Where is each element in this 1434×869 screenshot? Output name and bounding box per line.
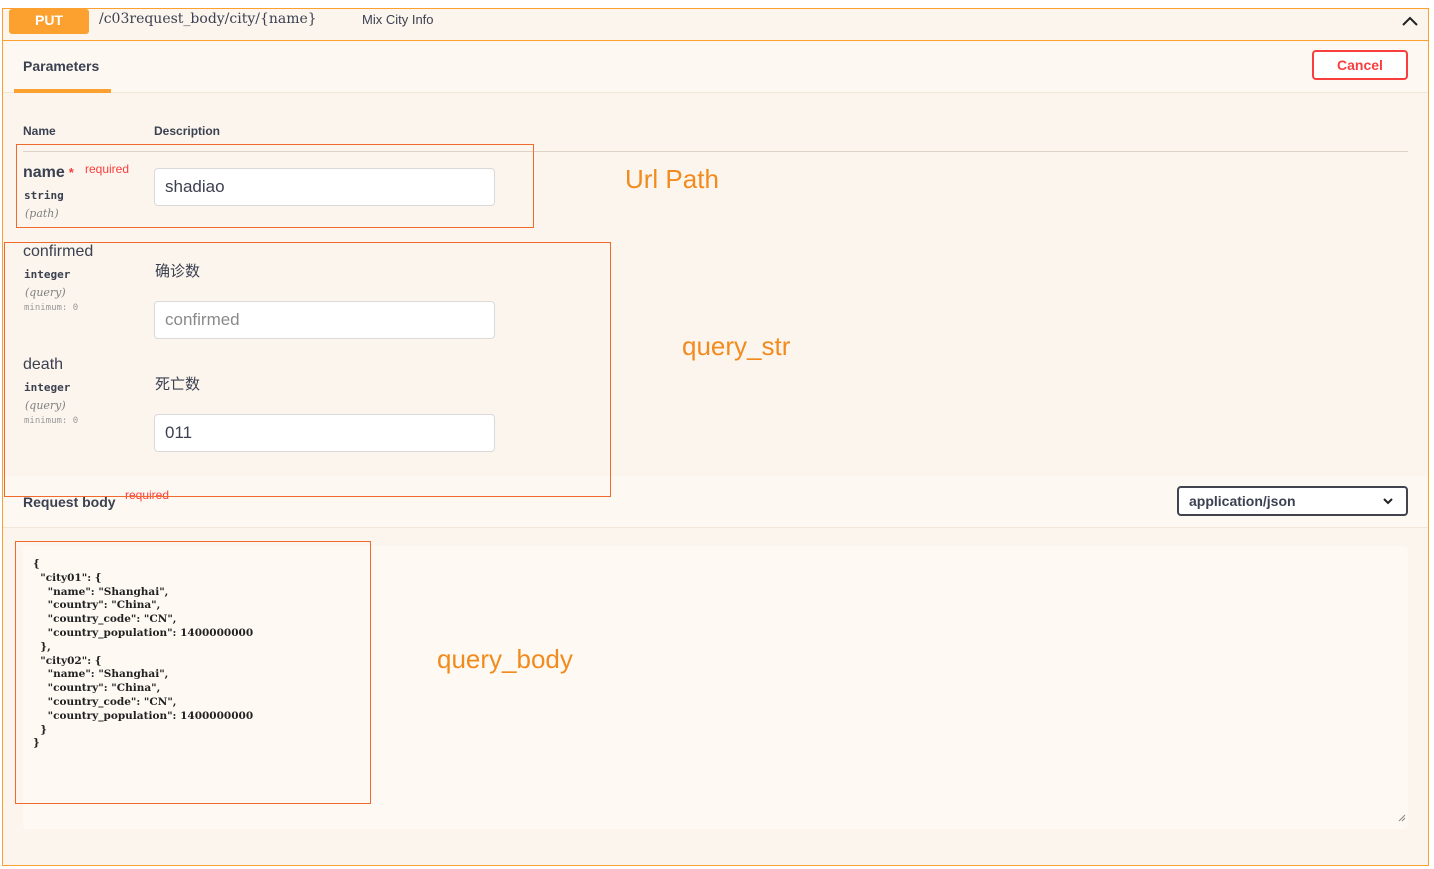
cancel-button[interactable]: Cancel xyxy=(1312,50,1408,80)
param-confirmed-in: (query) xyxy=(25,286,66,299)
required-star: * xyxy=(68,165,74,180)
annotation-query-str: query_str xyxy=(682,331,791,361)
chevron-up-icon[interactable] xyxy=(1399,11,1421,31)
param-death-in: (query) xyxy=(25,399,66,412)
method-badge: PUT xyxy=(9,9,89,34)
operation-path: /c03request_body/city/{name} xyxy=(99,11,317,27)
param-name-input[interactable] xyxy=(154,168,495,206)
annotation-box-url-path xyxy=(16,144,534,228)
column-header-description: Description xyxy=(154,124,221,138)
param-confirmed-label: confirmed xyxy=(23,243,94,260)
request-body-header: Request body required application/json xyxy=(3,476,1428,528)
param-name-text: name xyxy=(23,164,65,181)
chevron-down-icon xyxy=(1382,494,1394,510)
request-body-title: Request body xyxy=(23,494,116,510)
param-name-label: name* xyxy=(23,164,74,182)
request-body-editor[interactable] xyxy=(23,546,1408,829)
param-death-type: integer xyxy=(24,381,71,394)
parameters-header: Parameters Cancel xyxy=(3,41,1428,93)
tab-parameters-label: Parameters xyxy=(23,58,100,74)
column-divider xyxy=(23,151,1408,152)
param-death-input[interactable] xyxy=(154,414,495,452)
column-header-name: Name xyxy=(23,124,56,138)
resize-handle-icon[interactable] xyxy=(1396,809,1406,827)
param-confirmed-type: integer xyxy=(24,268,71,281)
tab-parameters[interactable]: Parameters xyxy=(14,41,111,93)
operation-summary[interactable]: PUT /c03request_body/city/{name} Mix Cit… xyxy=(3,9,1428,41)
operation-summary-text: Mix City Info xyxy=(362,12,434,27)
param-name-required: required xyxy=(85,162,130,176)
param-name-type: string xyxy=(24,189,64,202)
annotation-query-body: query_body xyxy=(437,644,573,674)
param-name-in: (path) xyxy=(25,207,59,220)
param-confirmed-input[interactable] xyxy=(154,301,495,339)
annotation-box-query-str xyxy=(4,242,611,497)
content-type-value: application/json xyxy=(1189,493,1296,509)
request-body-required: required xyxy=(125,488,170,502)
request-body-json: { "city01": { "name": "Shanghai", "count… xyxy=(33,558,254,750)
annotation-url-path: Url Path xyxy=(625,164,719,194)
param-confirmed-minimum: minimum: 0 xyxy=(24,303,79,313)
param-death-description: 死亡数 xyxy=(155,376,201,393)
content-type-select[interactable]: application/json xyxy=(1177,486,1408,516)
param-death-minimum: minimum: 0 xyxy=(24,416,79,426)
operation-block: PUT /c03request_body/city/{name} Mix Cit… xyxy=(2,8,1429,866)
param-confirmed-description: 确诊数 xyxy=(155,263,201,280)
annotation-box-query-body xyxy=(15,541,371,804)
param-death-label: death xyxy=(23,356,64,373)
